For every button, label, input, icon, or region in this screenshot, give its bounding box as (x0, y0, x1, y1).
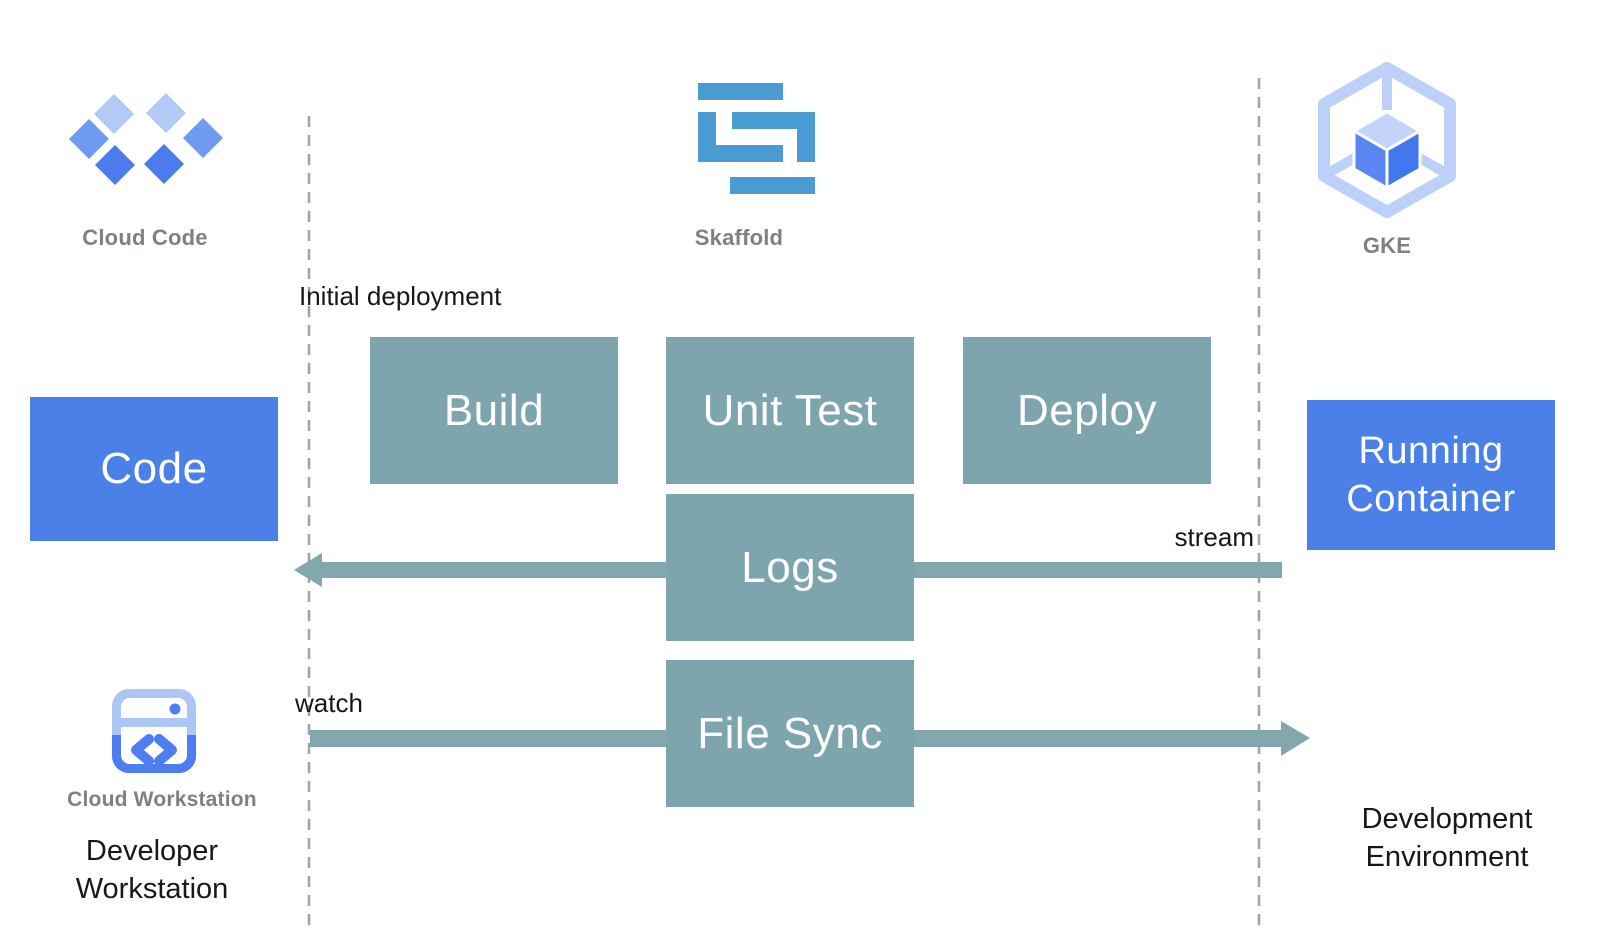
cloud-workstation-icon (112, 689, 196, 773)
running-container-box: Running Container (1307, 400, 1555, 550)
watch-label: watch (295, 688, 363, 718)
deploy-box: Deploy (963, 337, 1211, 484)
running-container-box-label: Running Container (1346, 430, 1516, 520)
stream-label: stream (1174, 522, 1254, 552)
code-box-label: Code (100, 444, 208, 493)
build-box-label: Build (443, 385, 545, 435)
build-box: Build (370, 337, 618, 484)
development-environment-caption: Development Environment (1361, 803, 1533, 873)
gke-label: GKE (1362, 233, 1412, 258)
deploy-box-label: Deploy (1017, 385, 1157, 435)
cloud-code-label: Cloud Code (82, 225, 208, 250)
logs-box-label: Logs (741, 542, 839, 592)
unit-test-box: Unit Test (666, 337, 914, 484)
developer-workstation-caption: Developer Workstation (75, 835, 229, 905)
file-sync-box-label: File Sync (697, 708, 883, 758)
gke-icon (1318, 62, 1456, 218)
initial-deployment-label: Initial deployment (299, 281, 502, 311)
skaffold-label: Skaffold (694, 225, 784, 250)
skaffold-icon (698, 83, 815, 194)
file-sync-box: File Sync (666, 660, 914, 807)
cloud-workstation-label: Cloud Workstation (67, 788, 257, 811)
code-box: Code (30, 397, 278, 541)
logs-box: Logs (666, 494, 914, 641)
unit-test-box-label: Unit Test (702, 385, 878, 435)
cloud-code-icon (69, 93, 223, 185)
